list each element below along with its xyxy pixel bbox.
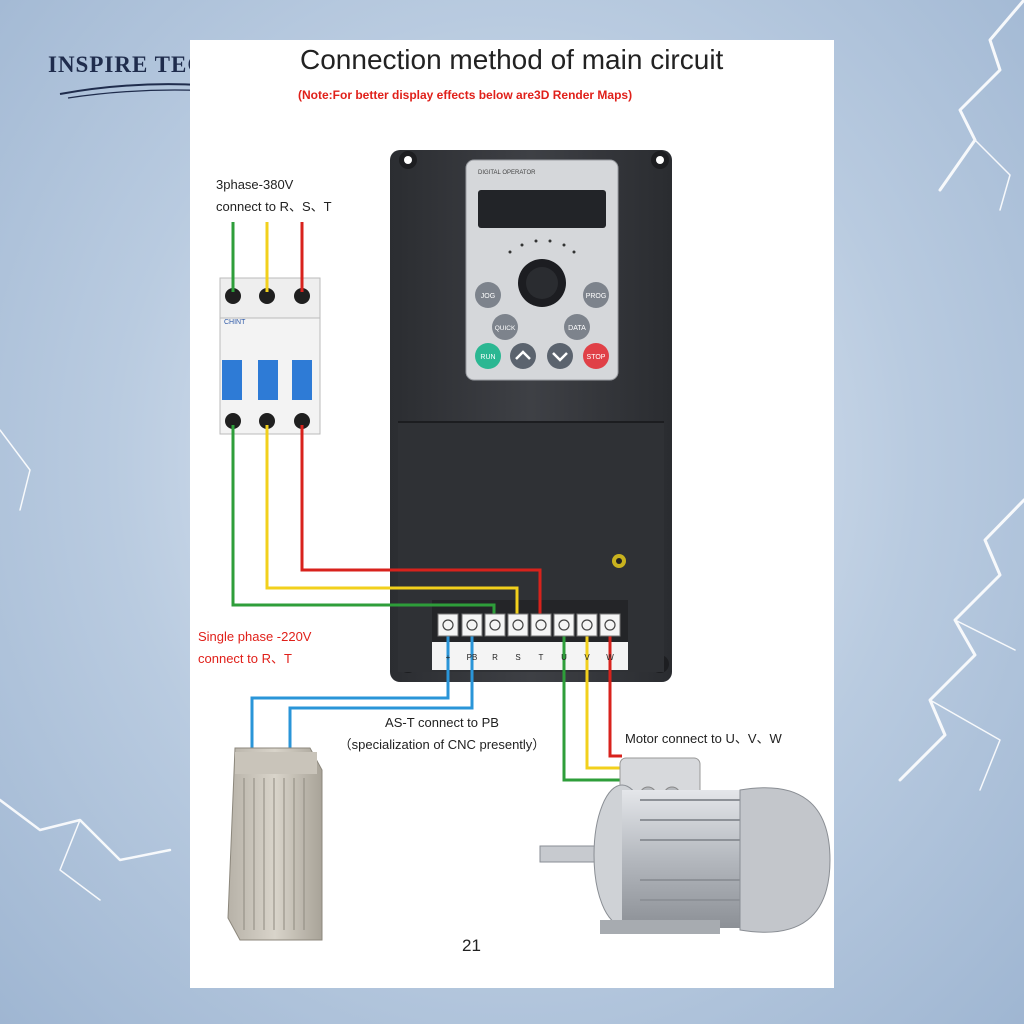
- three-phase-terminals: connect to R、S、T: [216, 199, 332, 214]
- brake-resistor: [227, 747, 323, 941]
- wire-green-u: [562, 626, 622, 782]
- output-wires: [250, 626, 622, 782]
- run-key[interactable]: RUN: [480, 354, 495, 361]
- keypad-header: DIGITAL OPERATOR: [478, 170, 536, 176]
- wire-red-to-t: [300, 425, 542, 625]
- single-phase-terminals: connect to R、T: [198, 651, 292, 666]
- breaker-brand: CHINT: [224, 319, 246, 326]
- terminal-label-s: S: [515, 653, 520, 662]
- terminal-label-pb: PB: [467, 653, 478, 662]
- motor-label: Motor connect to U、V、W: [625, 731, 782, 746]
- page-title: Connection method of main circuit: [300, 44, 724, 75]
- wire-blue-plus: [250, 628, 450, 755]
- single-phase-voltage: Single phase -220V: [198, 629, 312, 644]
- terminal-label-t: T: [539, 653, 544, 662]
- wire-blue-pb: [288, 628, 474, 755]
- brake-resistor-label: AS-T connect to PB （specialization of CN…: [322, 712, 562, 756]
- three-phase-label: 3phase-380V connect to R、S、T: [216, 174, 332, 218]
- page-number: 21: [462, 936, 481, 955]
- circuit-breaker: [219, 277, 321, 435]
- terminal-label-w: W: [606, 653, 614, 662]
- keypad-panel: [465, 159, 619, 381]
- terminal-label-plus: +: [446, 653, 451, 662]
- quick-key[interactable]: QUICK: [495, 325, 516, 332]
- stop-key[interactable]: STOP: [587, 354, 606, 361]
- terminal-block: [437, 613, 621, 637]
- prog-key[interactable]: PROG: [586, 293, 607, 300]
- render-note: (Note:For better display effects below a…: [298, 88, 633, 102]
- wire-yellow-to-s: [265, 425, 519, 625]
- single-phase-label: Single phase -220V connect to R、T: [198, 626, 311, 670]
- jog-key[interactable]: JOG: [481, 293, 495, 300]
- brake-connect-text: AS-T connect to PB: [385, 715, 499, 730]
- data-key[interactable]: DATA: [568, 325, 586, 332]
- terminal-label-v: V: [584, 653, 590, 662]
- electric-motor: [539, 757, 831, 934]
- terminal-label-r: R: [492, 653, 498, 662]
- wire-red-w: [608, 626, 622, 758]
- brake-spec-text: （specialization of CNC presently）: [338, 737, 546, 752]
- terminal-label-u: U: [561, 653, 567, 662]
- wire-yellow-v: [585, 626, 622, 770]
- three-phase-voltage: 3phase-380V: [216, 177, 294, 192]
